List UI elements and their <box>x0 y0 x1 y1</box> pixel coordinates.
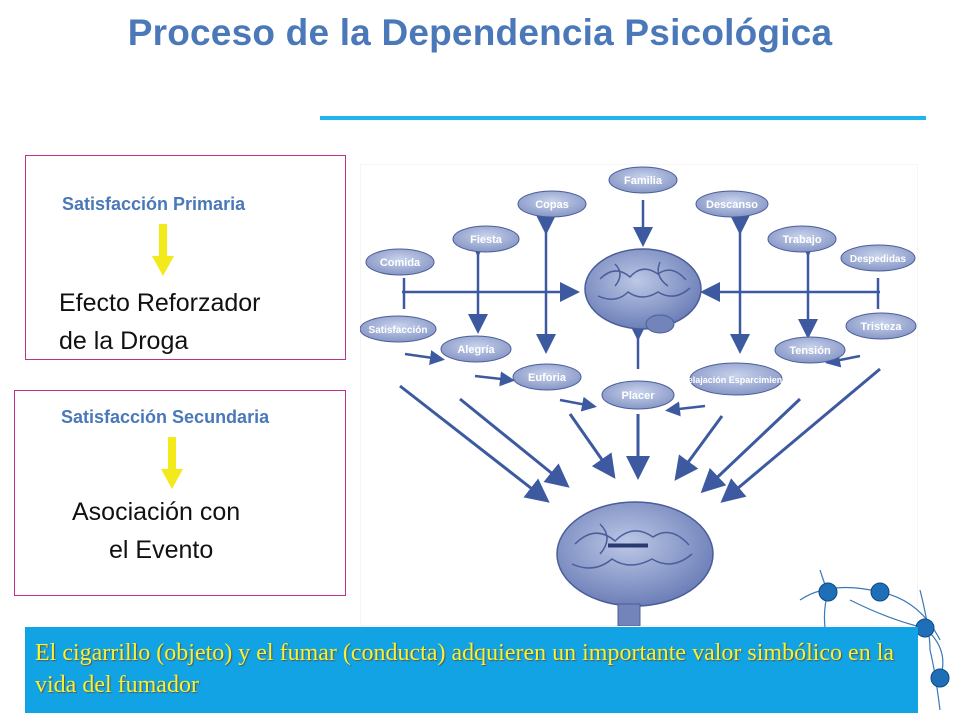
node-despedidas: Despedidas <box>840 244 916 272</box>
summary-banner: El cigarrillo (objeto) y el fumar (condu… <box>25 627 918 713</box>
svg-text:Comida: Comida <box>380 257 421 269</box>
minus-symbol: — <box>608 521 648 565</box>
node-placer: Placer <box>601 380 675 410</box>
svg-text:Despedidas: Despedidas <box>850 254 907 265</box>
association-line1: Asociación con <box>72 498 241 526</box>
svg-text:Tristeza: Tristeza <box>861 321 903 333</box>
svg-text:Copas: Copas <box>535 199 569 211</box>
svg-text:Relajación Esparcimiento: Relajación Esparcimiento <box>681 375 791 385</box>
svg-text:Fiesta: Fiesta <box>470 234 503 246</box>
node-euforia: Euforia <box>512 363 582 391</box>
page-title: Proceso de la Dependencia Psicológica <box>127 12 833 53</box>
molecule-decoration <box>799 569 950 711</box>
node-comida: Comida <box>365 248 435 276</box>
svg-text:Trabajo: Trabajo <box>782 234 821 246</box>
node-tristeza: Tristeza <box>845 312 917 340</box>
down-arrow-icon <box>152 224 174 276</box>
secondary-satisfaction-box: Satisfacción Secundaria Asociación con e… <box>14 390 346 596</box>
reinforcing-effect-line1: Efecto Reforzador <box>59 289 261 317</box>
node-relajacion: Relajación Esparcimiento <box>681 362 791 396</box>
svg-text:Descanso: Descanso <box>706 199 758 211</box>
node-descanso: Descanso <box>695 190 769 218</box>
association-line2: el Evento <box>109 536 214 564</box>
svg-text:Familia: Familia <box>624 175 663 187</box>
summary-banner-text: El cigarrillo (objeto) y el fumar (condu… <box>35 640 895 698</box>
node-copas: Copas <box>517 190 587 218</box>
secondary-satisfaction-heading: Satisfacción Secundaria <box>61 407 270 427</box>
brain-icon <box>584 248 702 334</box>
node-familia: Familia <box>608 166 678 194</box>
svg-text:Alegría: Alegría <box>457 344 495 356</box>
reinforcing-effect-line2: de la Droga <box>59 327 189 355</box>
svg-text:Euforia: Euforia <box>528 372 567 384</box>
down-arrow-icon <box>161 437 183 489</box>
node-tension: Tensión <box>774 336 846 364</box>
primary-satisfaction-heading: Satisfacción Primaria <box>62 194 246 214</box>
title-underline <box>320 116 926 120</box>
svg-text:Tensión: Tensión <box>789 345 831 357</box>
primary-satisfaction-box: Satisfacción Primaria Efecto Reforzador … <box>25 155 346 360</box>
svg-text:Placer: Placer <box>621 390 655 402</box>
node-satisfaccion: Satisfacción <box>360 315 437 343</box>
node-fiesta: Fiesta <box>452 225 520 253</box>
brain-icon: — <box>556 501 714 626</box>
dependence-diagram: — Familia Copas Descanso Fiesta Trabajo … <box>360 164 918 626</box>
node-alegria: Alegría <box>440 335 512 363</box>
converging-arrows <box>399 367 881 503</box>
svg-text:Satisfacción: Satisfacción <box>369 325 428 336</box>
node-trabajo: Trabajo <box>767 225 837 253</box>
